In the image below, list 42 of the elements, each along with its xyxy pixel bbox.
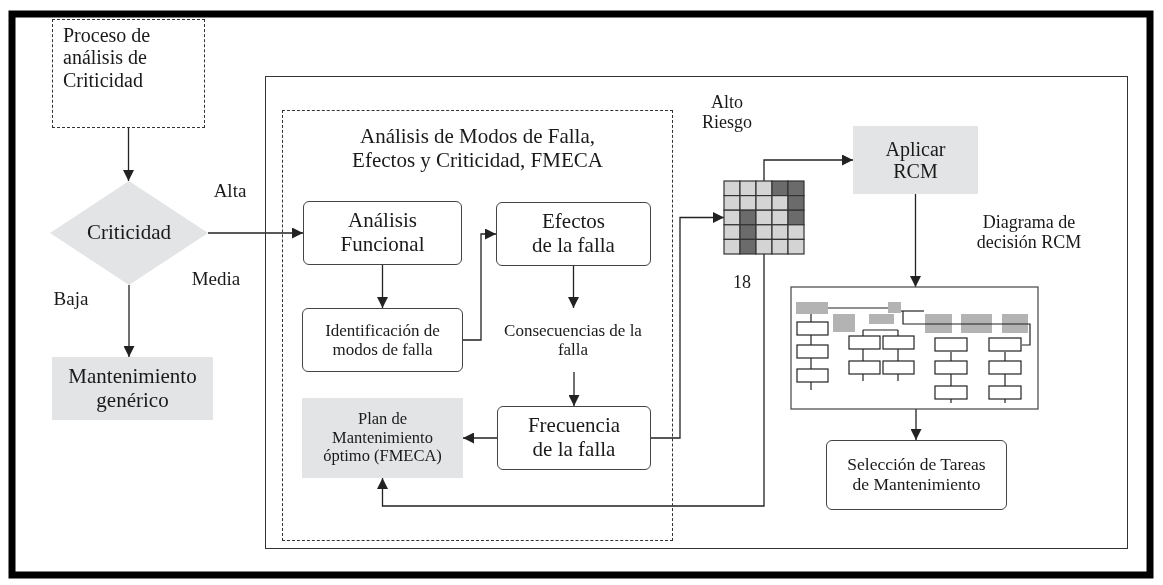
group-title: Análisis de Modos de Falla, Efectos y Criticidad, FMECA	[351, 125, 604, 173]
arrow	[123, 127, 134, 182]
process-box	[826, 440, 1007, 510]
dashed-box	[52, 19, 205, 128]
arrow	[568, 371, 580, 407]
arrow	[462, 432, 498, 444]
arrow	[123, 284, 135, 358]
box-label: Selección de Tareas de Mantenimiento	[846, 455, 987, 495]
arrow	[763, 154, 854, 182]
arrow	[568, 265, 579, 309]
frame-box	[265, 76, 1128, 549]
diamond-label: Criticidad	[87, 221, 171, 245]
box-label: Proceso de análisis de Criticidad	[63, 24, 152, 92]
arrow	[910, 193, 921, 288]
arrow	[910, 408, 922, 441]
annotation-label: 18	[732, 272, 752, 293]
arrow	[377, 264, 388, 309]
box-label: Efectos de la falla	[531, 210, 616, 258]
branch-label: Media	[190, 268, 242, 290]
box-label: Identificación de modos de falla	[324, 320, 441, 360]
edge-label: Alta	[212, 180, 248, 202]
box-label: Aplicar RCM	[884, 137, 947, 183]
box-label: Mantenimiento genérico	[67, 365, 198, 412]
box-label: Frecuencia de la falla	[526, 414, 622, 462]
box-label: Análisis Funcional	[339, 209, 426, 257]
shaded-box	[853, 126, 978, 194]
branch-label: Diagrama de decisión RCM	[975, 212, 1083, 253]
annotation-label: Alto Riesgo	[701, 92, 753, 133]
process-box	[496, 202, 651, 266]
arrow	[650, 212, 725, 439]
process-box	[302, 308, 463, 372]
process-box	[497, 406, 651, 470]
step-text: Consecuencias de la falla	[503, 308, 643, 372]
dashed-group-box	[282, 110, 673, 541]
shaded-box	[302, 398, 463, 478]
arrow	[377, 253, 765, 507]
process-box	[303, 201, 462, 265]
arrow	[207, 227, 304, 239]
shaded-box	[52, 357, 213, 420]
arrow	[462, 228, 497, 341]
edge-label: Baja	[52, 288, 90, 310]
box-label: Plan de Mantenimiento óptimo (FMECA)	[322, 410, 443, 466]
